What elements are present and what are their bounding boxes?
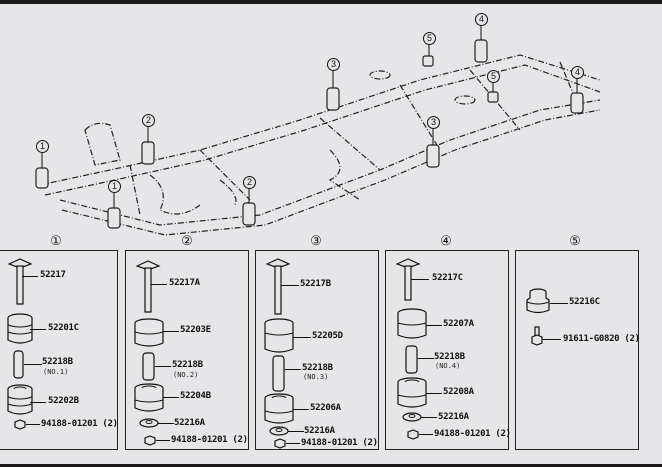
part-label-52201c: 52201C [48,323,79,333]
part-label-94188-01201: 94188-01201 (2) [301,438,378,448]
top-edge-bar [0,0,662,4]
frame-mount-1a [35,167,49,189]
frame-callout-3a: 3 [327,58,340,71]
frame-callout-5a: 5 [423,32,436,45]
part-label-52218b-no1: 52218B [42,357,73,367]
panel-1-number: ① [50,233,62,248]
frame-rail-left [39,54,601,186]
part-note-no4: (NO.4) [435,362,461,370]
bolt-icon [395,258,421,301]
panel-1 [0,250,118,450]
part-label-52204b: 52204B [180,391,211,401]
bolt-icon [531,326,543,346]
part-label-52218b-no3: 52218B [302,363,333,373]
part-label-52203e: 52203E [180,325,211,335]
part-label-52216c: 52216C [569,297,600,307]
frame-mount-3b [426,144,440,168]
nut-icon [144,435,156,446]
frame-mount-2a [141,141,155,165]
part-label-52217c: 52217C [432,273,463,283]
panel-4 [385,250,509,450]
frame-mount-2b [242,202,256,226]
part-label-52218b-no4: 52218B [434,352,465,362]
frame-callout-2a: 2 [142,114,155,127]
frame-callout-5b: 5 [487,70,500,83]
part-label-94188-01201: 94188-01201 (2) [171,435,248,445]
washer-icon [139,418,159,428]
part-label-52207a: 52207A [443,319,474,329]
panel-3-number: ③ [310,233,322,248]
bolt-icon [265,258,291,315]
part-label-52216a: 52216A [438,412,469,422]
part-label-52202b: 52202B [48,396,79,406]
upper-cushion-icon [397,308,427,339]
upper-cushion-icon [134,318,164,347]
frame-callout-1a: 1 [36,140,49,153]
frame-callout-1b: 1 [108,180,121,193]
panel-2 [125,250,249,450]
panel-3 [255,250,379,450]
part-label-52216a: 52216A [304,426,335,436]
part-label-52217: 52217 [40,270,66,280]
part-note-no3: (NO.3) [303,373,329,381]
part-note-no2: (NO.2) [173,371,199,379]
frame-mount-5b [487,91,499,103]
part-note-no1: (NO.1) [43,368,69,376]
bottom-edge-bar [0,464,662,467]
lower-cushion-icon [397,377,427,408]
panel-5 [515,250,639,450]
washer-icon [269,426,289,436]
collar-icon [272,355,285,392]
part-label-52218b-no2: 52218B [172,360,203,370]
lower-cushion-icon [264,393,294,424]
part-label-52217a: 52217A [169,278,200,288]
part-label-52216a: 52216A [174,418,205,428]
washer-icon [402,412,422,422]
part-label-94188-01201: 94188-01201 (2) [41,419,118,429]
part-label-52205d: 52205D [312,331,343,341]
frame-mount-4b [570,92,584,114]
upper-cushion-icon [264,318,294,353]
frame-mount-3a [326,87,340,111]
part-label-91611-g0820: 91611-G0820 (2) [563,334,640,344]
panel-2-number: ② [181,233,193,248]
part-label-52217b: 52217B [300,279,331,289]
part-label-52208a: 52208A [443,387,474,397]
collar-icon [405,345,418,374]
nut-icon [274,438,286,449]
stopper-cushion-icon [526,288,550,314]
part-label-94188-01201: 94188-01201 (2) [434,429,511,439]
frame-callout-2b: 2 [243,176,256,189]
lower-cushion-icon [134,383,164,412]
bolt-icon [135,260,161,313]
panel-5-number: ⑤ [569,233,581,248]
frame-callout-4b: 4 [571,66,584,79]
frame-mount-5a [422,55,434,67]
panel-4-number: ④ [440,233,452,248]
frame-mount-1b [107,207,121,229]
collar-icon [13,350,24,379]
bolt-icon [7,258,33,305]
frame-mount-4a [474,39,488,63]
nut-icon [407,429,419,440]
upper-cushion-icon [7,313,33,344]
frame-callout-3b: 3 [427,116,440,129]
lower-cushion-icon [7,384,33,415]
collar-icon [142,352,155,381]
frame-callout-4a: 4 [475,13,488,26]
vehicle-frame-illustration [35,25,601,236]
part-label-52206a: 52206A [310,403,341,413]
nut-icon [14,419,26,430]
